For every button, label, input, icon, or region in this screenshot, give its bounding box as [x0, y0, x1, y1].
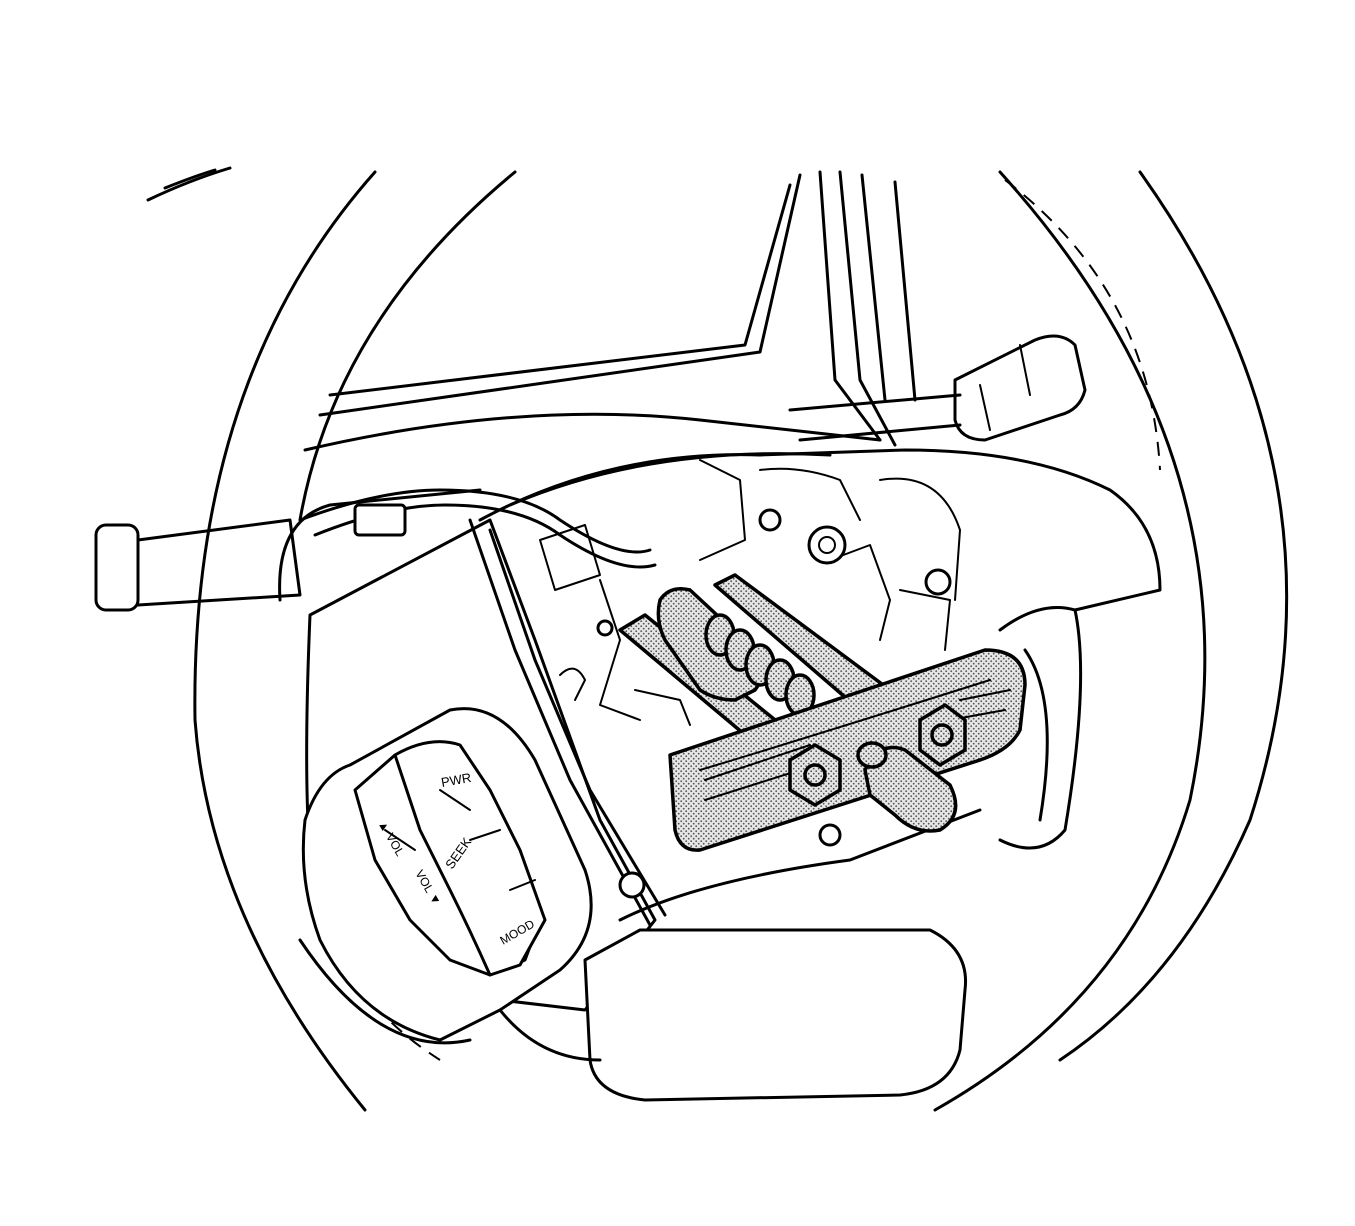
label-pwr: PWR — [440, 770, 472, 790]
bottom-spoke — [498, 808, 982, 1102]
wheel-rim — [146, 166, 1289, 1112]
left-stalk — [94, 518, 302, 612]
hub-housing — [278, 448, 1162, 850]
puller-tool — [618, 573, 1027, 852]
upper-spoke — [303, 170, 917, 452]
tool-bolts — [788, 703, 967, 807]
right-stalk — [788, 334, 1087, 442]
left-spoke — [298, 518, 667, 1045]
